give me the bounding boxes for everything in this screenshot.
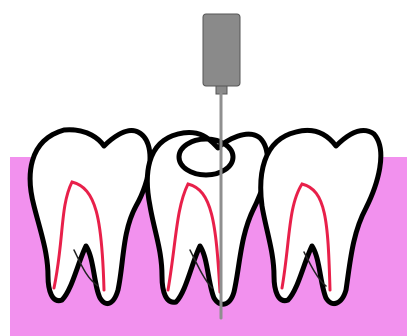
file-handle (203, 14, 240, 86)
